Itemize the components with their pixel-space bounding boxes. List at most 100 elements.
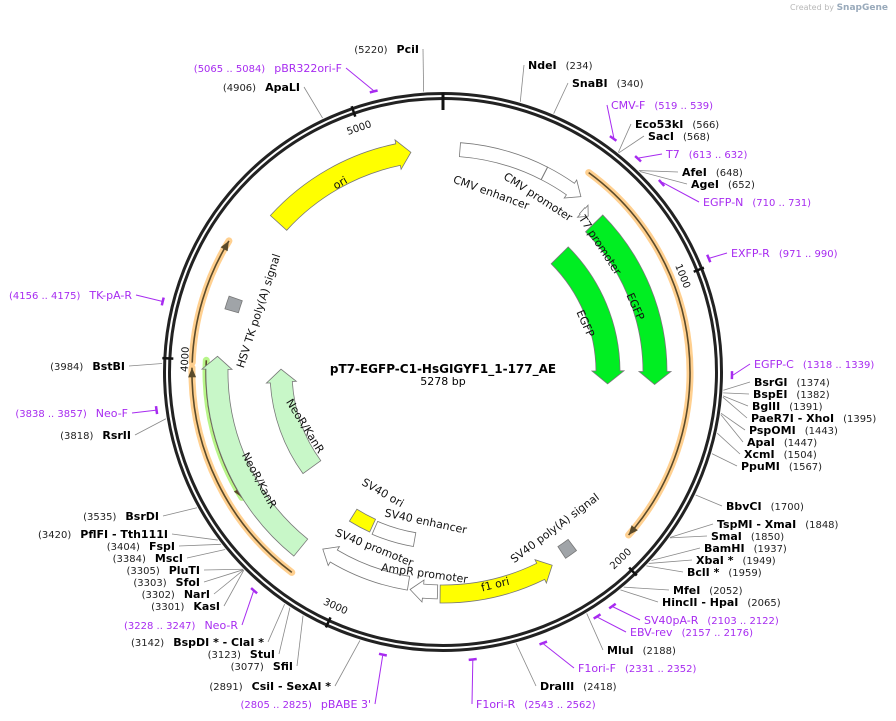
enzyme-site-label[interactable]: (3818)RsrII — [60, 429, 131, 442]
primer-label[interactable]: EGFP-N(710 .. 731) — [703, 196, 811, 209]
primer-binding-mark[interactable] — [154, 405, 159, 415]
feature-neor-kanr[interactable] — [265, 368, 322, 475]
enzyme-site-label[interactable]: SnaBI(340) — [572, 77, 644, 90]
enzyme-site-label[interactable]: AfeI(648) — [682, 166, 743, 179]
feature-cmv-enhancer[interactable] — [458, 142, 549, 181]
primer-label[interactable]: EBV-rev(2157 .. 2176) — [630, 626, 753, 639]
enzyme-site-label[interactable]: TspMI - XmaI(1848) — [717, 518, 839, 531]
enzyme-site-label[interactable]: PpuMI(1567) — [741, 460, 822, 473]
enzyme-site-label-first: (3301) — [151, 602, 184, 613]
primer-label[interactable]: (5065 .. 5084)pBR322ori-F — [194, 62, 342, 75]
enzyme-leader-line — [720, 414, 744, 443]
primer-leader-line — [606, 104, 615, 138]
primer-label[interactable]: (3838 .. 3857)Neo-F — [15, 407, 128, 420]
primer-label[interactable]: (2805 .. 2825)pBABE 3' — [241, 698, 372, 711]
enzyme-site-label[interactable]: BspEI(1382) — [753, 388, 830, 401]
enzyme-site-label[interactable]: (3077)SfiI — [231, 660, 293, 673]
enzyme-site-label[interactable]: BamHI(1937) — [704, 542, 787, 555]
enzyme-site-label[interactable]: XbaI *(1949) — [696, 554, 776, 567]
feature-neor-kanr[interactable] — [200, 355, 309, 557]
enzyme-leader-line — [278, 607, 291, 655]
feature-egfp[interactable] — [585, 214, 673, 386]
enzyme-site-label[interactable]: (3535)BsrDI — [83, 510, 159, 523]
enzyme-site-label[interactable]: (3420)PflFI - Tth111I — [38, 528, 168, 541]
enzyme-site-label[interactable]: BclI *(1959) — [687, 566, 762, 579]
enzyme-site-label[interactable]: (3984)BstBI — [50, 360, 125, 373]
primer-binding-mark[interactable] — [609, 135, 618, 142]
enzyme-leader-line — [303, 86, 323, 119]
primer-binding-mark[interactable] — [250, 587, 258, 595]
enzyme-site-label[interactable]: PspOMI(1443) — [749, 424, 838, 437]
primer-binding-mark[interactable] — [593, 613, 602, 620]
primer-binding-mark[interactable] — [657, 179, 666, 187]
enzyme-site-label[interactable]: (3305)PluTI — [126, 564, 200, 577]
enzyme-site-label[interactable]: PaeR7I - XhoI(1395) — [751, 412, 876, 425]
feature-hsv-tk-poly-a-signal[interactable] — [224, 295, 243, 314]
enzyme-site-label-second: PflFI - Tth111I — [80, 528, 168, 541]
feature-sv40-promoter[interactable] — [322, 546, 411, 591]
leader-lines — [128, 48, 751, 705]
enzyme-site-label[interactable]: BglII(1391) — [752, 400, 823, 413]
feature-egfp[interactable] — [550, 246, 626, 385]
primer-binding-mark[interactable] — [608, 602, 617, 610]
enzyme-site-label[interactable]: (3142)BspDI * - ClaI * — [131, 636, 264, 649]
primer-label[interactable]: T7(613 .. 632) — [665, 148, 748, 161]
enzyme-site-label[interactable]: (3302)NarI — [142, 588, 210, 601]
enzyme-site-label-second: BstBI — [92, 360, 125, 373]
feature-cmv-promoter[interactable] — [540, 166, 582, 199]
enzyme-leader-line — [695, 494, 723, 507]
enzyme-site-label[interactable]: DraIII(2418) — [540, 680, 617, 693]
primer-binding-mark[interactable] — [160, 297, 165, 306]
primer-label[interactable]: F1ori-R(2543 .. 2562) — [476, 698, 596, 711]
enzyme-site-label[interactable]: (3301)KasI — [151, 600, 220, 613]
primer-binding-mark[interactable] — [539, 640, 548, 646]
enzyme-site-label[interactable]: AgeI(652) — [691, 178, 755, 191]
primer-label[interactable]: SV40pA-R(2103 .. 2122) — [644, 614, 779, 627]
enzyme-site-label-first: Eco53kI — [635, 118, 683, 131]
enzyme-site-label-first: AgeI — [691, 178, 719, 191]
primer-label[interactable]: EXFP-R(971 .. 990) — [731, 247, 838, 260]
primer-label-second: (710 .. 731) — [752, 198, 811, 209]
enzyme-site-label[interactable]: SmaI(1850) — [711, 530, 784, 543]
enzyme-site-label[interactable]: (4906)ApaLI — [223, 81, 300, 94]
enzyme-site-label[interactable]: (3123)StuI — [208, 648, 275, 661]
feature-f1-ori[interactable] — [439, 559, 553, 604]
enzyme-site-label[interactable]: MfeI(2052) — [673, 584, 743, 597]
enzyme-site-label[interactable]: (3404)FspI — [107, 540, 175, 553]
primer-binding-mark[interactable] — [378, 652, 388, 657]
feature-t7-promoter[interactable] — [576, 204, 589, 218]
enzyme-site-label[interactable]: Eco53kI(566) — [635, 118, 719, 131]
enzyme-leader-line — [722, 396, 748, 419]
enzyme-site-label[interactable]: SacI(568) — [648, 130, 710, 143]
feature-sv40-ori[interactable] — [348, 508, 377, 533]
primer-binding-mark[interactable] — [369, 89, 378, 94]
primer-label[interactable]: CMV-F(519 .. 539) — [611, 99, 713, 112]
enzyme-site-label[interactable]: XcmI(1504) — [744, 448, 817, 461]
primer-binding-mark[interactable] — [634, 155, 642, 163]
primer-binding-mark[interactable] — [706, 254, 712, 263]
primer-binding-mark[interactable] — [468, 657, 477, 662]
primer-label[interactable]: EGFP-C(1318 .. 1339) — [754, 358, 874, 371]
primer-label-second: (2103 .. 2122) — [707, 616, 779, 627]
feature-ori[interactable] — [269, 138, 412, 231]
enzyme-site-label[interactable]: NdeI(234) — [528, 59, 593, 72]
enzyme-site-label[interactable]: BsrGI(1374) — [754, 376, 830, 389]
primer-label-second: Neo-F — [96, 407, 128, 420]
enzyme-site-label-first: (3818) — [60, 431, 93, 442]
enzyme-site-label[interactable]: (3384)MscI — [113, 552, 183, 565]
enzyme-site-label[interactable]: BbvCI(1700) — [726, 500, 804, 513]
primer-label-first: (4156 .. 4175) — [9, 291, 81, 302]
primer-label[interactable]: F1ori-F(2331 .. 2352) — [578, 662, 696, 675]
feature-sv40-enhancer[interactable] — [371, 520, 417, 547]
enzyme-site-label[interactable]: MluI(2188) — [607, 644, 676, 657]
feature-ampr-promoter[interactable] — [409, 579, 439, 603]
enzyme-site-label[interactable]: HincII - HpaI(2065) — [662, 596, 781, 609]
feature-sv40-poly-a-signal[interactable] — [557, 538, 578, 559]
enzyme-site-label[interactable]: (3303)SfoI — [133, 576, 200, 589]
primer-label[interactable]: (4156 .. 4175)TK-pA-R — [9, 289, 132, 302]
enzyme-site-label[interactable]: (5220)PciI — [354, 43, 419, 56]
enzyme-site-label[interactable]: ApaI(1447) — [747, 436, 817, 449]
feature-track — [200, 138, 673, 604]
enzyme-site-label[interactable]: (2891)CsiI - SexAI * — [209, 680, 331, 693]
primer-label[interactable]: (3228 .. 3247)Neo-R — [124, 619, 238, 632]
